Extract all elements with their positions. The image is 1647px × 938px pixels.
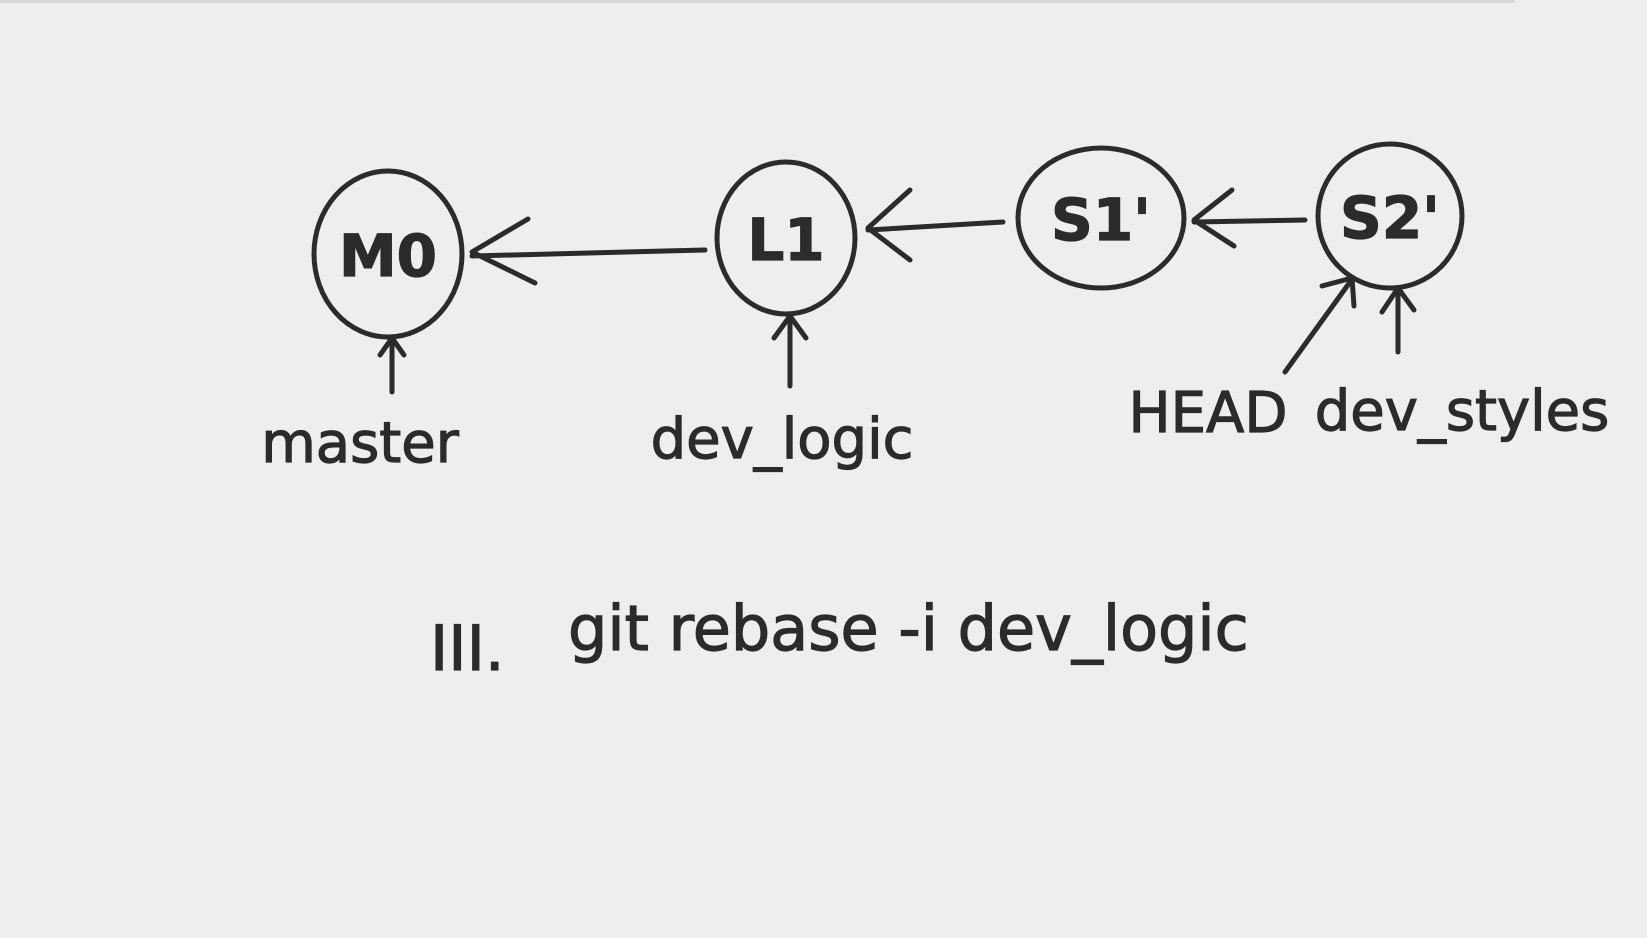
arrow-dev-styles-to-s2 [1379, 285, 1417, 355]
arrow-dev-logic-to-l1 [771, 313, 809, 389]
branch-label-dev-styles: dev_styles [1315, 379, 1610, 444]
commit-circle-s2 [1315, 141, 1465, 291]
commit-circle-m0 [311, 168, 465, 340]
arrow-l1-to-m0 [469, 216, 708, 286]
commit-node-s2: S2' [1315, 141, 1465, 291]
arrow-s1-to-l1 [865, 187, 1006, 263]
commit-circle-l1 [714, 159, 858, 317]
commit-node-l1: L1 [714, 159, 858, 317]
commit-circle-s1 [1015, 145, 1187, 291]
branch-label-head: HEAD [1129, 381, 1288, 446]
top-edge-line [0, 0, 1515, 3]
branch-label-dev-logic: dev_logic [651, 407, 914, 472]
command-text: git rebase -i dev_logic [568, 592, 1249, 665]
arrow-s2-to-s1 [1191, 187, 1308, 249]
branch-label-master: master [261, 411, 459, 476]
arrow-master-to-m0 [377, 335, 407, 395]
commit-label-s1: S1' [1051, 186, 1151, 254]
arrow-head-to-s2 [1282, 275, 1357, 375]
commit-node-m0: M0 [311, 168, 465, 340]
commit-label-l1: L1 [747, 206, 824, 274]
step-number: III. [430, 612, 505, 685]
commit-label-s2: S2' [1340, 184, 1440, 252]
commit-label-m0: M0 [339, 222, 437, 290]
commit-node-s1: S1' [1015, 145, 1187, 291]
